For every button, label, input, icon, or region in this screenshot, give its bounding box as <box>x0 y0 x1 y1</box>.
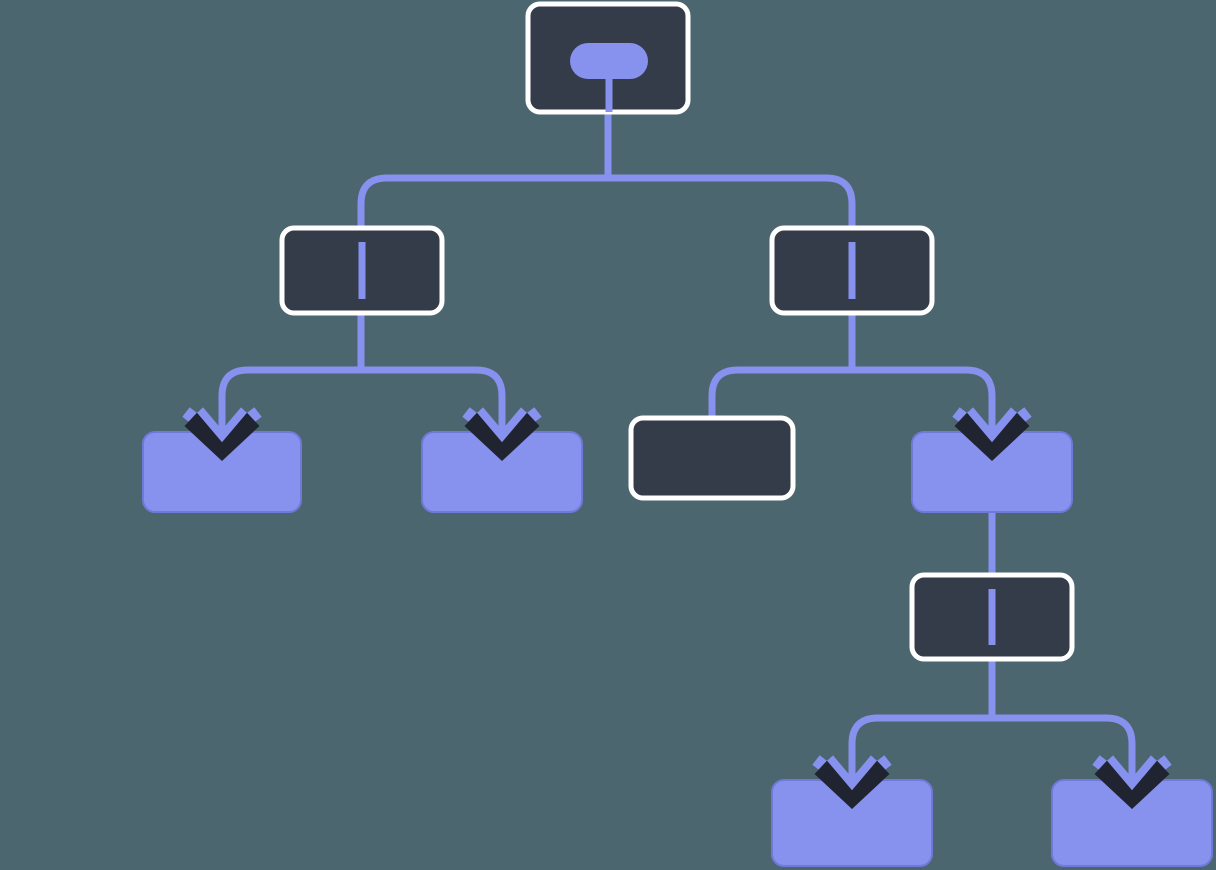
node-branch-deep[interactable] <box>909 572 1075 662</box>
arrowhead-branch-mid <box>952 407 1032 462</box>
edge-branch-deep-to-leaf-4[interactable] <box>988 583 1136 784</box>
arrow-chevron-dark <box>1094 757 1170 810</box>
pill-shape-root <box>570 43 648 79</box>
arrow-chevron-inner-accent <box>966 407 1018 443</box>
arrow-chevron-dark <box>814 757 890 810</box>
node-branch-left[interactable] <box>279 225 445 316</box>
arrow-chevron-inner-accent <box>196 407 248 443</box>
arrow-chevron-inner-accent <box>476 407 528 443</box>
arrow-chevron-dark <box>954 409 1030 462</box>
arrow-chevron-inner-accent <box>1106 755 1158 791</box>
arrowhead-leaf-4 <box>1092 755 1172 810</box>
edge-branch-left-to-leaf-2[interactable] <box>357 236 506 436</box>
arrow-chevron-dark <box>184 409 260 462</box>
edge-branch-deep-to-leaf-3[interactable] <box>848 583 996 784</box>
edge-layer <box>218 112 1136 784</box>
arrowhead-layer <box>182 407 1172 810</box>
node-layer <box>142 1 1213 867</box>
arrowhead-leaf-2 <box>462 407 542 462</box>
arrow-chevron-dark <box>464 409 540 462</box>
edge-branch-left-to-leaf-1[interactable] <box>218 236 365 436</box>
edge-branch-right-to-node-plain[interactable] <box>708 236 856 420</box>
edge-branch-right-to-branch-mid[interactable] <box>848 236 996 436</box>
node-root[interactable] <box>525 1 691 115</box>
edge-root-to-branch-right[interactable] <box>604 112 856 228</box>
arrowhead-leaf-1 <box>182 407 262 462</box>
node-body-node-plain[interactable] <box>628 415 796 501</box>
arrowhead-leaf-3 <box>812 755 892 810</box>
node-branch-right[interactable] <box>769 225 935 316</box>
node-node-plain[interactable] <box>628 415 796 501</box>
edge-root-to-branch-left[interactable] <box>357 112 612 228</box>
arrow-chevron-inner-accent <box>826 755 878 791</box>
